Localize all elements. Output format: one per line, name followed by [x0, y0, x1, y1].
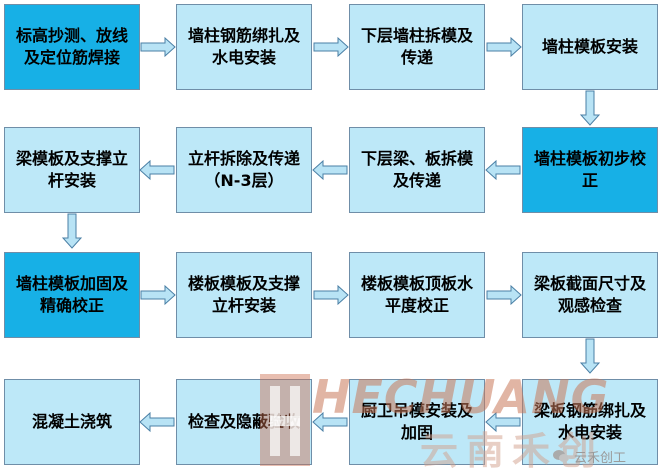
watermark-brand: HECHUANG	[312, 370, 610, 424]
arrow-15-16	[139, 412, 175, 432]
arrow-2-3	[313, 37, 349, 57]
arrow-7-8	[139, 160, 175, 180]
arrow-3-4	[486, 37, 522, 57]
step-3-box: 下层墙柱拆模及传递	[349, 4, 485, 90]
arrow-4-5	[580, 90, 600, 126]
step-11-box: 楼板模板顶板水平度校正	[349, 252, 485, 338]
step-9-box: 墙柱模板加固及精确校正	[4, 252, 140, 338]
step-14-box: 厨卫吊模安装及加固	[349, 379, 485, 465]
arrow-10-11	[313, 285, 349, 305]
step-7-box: 立杆拆除及传递（N-3层）	[176, 127, 312, 213]
step-2-box: 墙柱钢筋绑扎及水电安装	[176, 4, 312, 90]
step-8-box: 梁模板及支撑立杆安装	[4, 127, 140, 213]
arrow-11-12	[486, 285, 522, 305]
watermark-logo-icon	[260, 374, 310, 466]
arrow-9-10	[140, 285, 176, 305]
watermark-badge: 云禾创工	[552, 444, 660, 468]
step-5-box: 墙柱模板初步校正	[522, 127, 658, 213]
step-13-box: 梁板钢筋绑扎及水电安装	[522, 379, 658, 465]
arrow-6-7	[312, 160, 348, 180]
step-4-box: 墙柱模板安装	[522, 4, 658, 90]
step-16-box: 混凝土浇筑	[4, 379, 140, 465]
step-1-box: 标高抄测、放线及定位筋焊接	[4, 4, 140, 90]
arrow-8-9	[62, 213, 82, 249]
wechat-icon	[553, 450, 569, 462]
watermark-badge-text: 云禾创工	[574, 450, 627, 466]
step-10-box: 楼板模板及支撑立杆安装	[176, 252, 312, 338]
arrow-12-13	[580, 338, 600, 374]
step-12-box: 梁板截面尺寸及观感检查	[522, 252, 658, 338]
step-6-box: 下层梁、板拆模及传递	[349, 127, 485, 213]
arrow-5-6	[485, 160, 521, 180]
arrow-1-2	[140, 37, 176, 57]
watermark-brand-cn: 云南禾创	[420, 429, 605, 473]
